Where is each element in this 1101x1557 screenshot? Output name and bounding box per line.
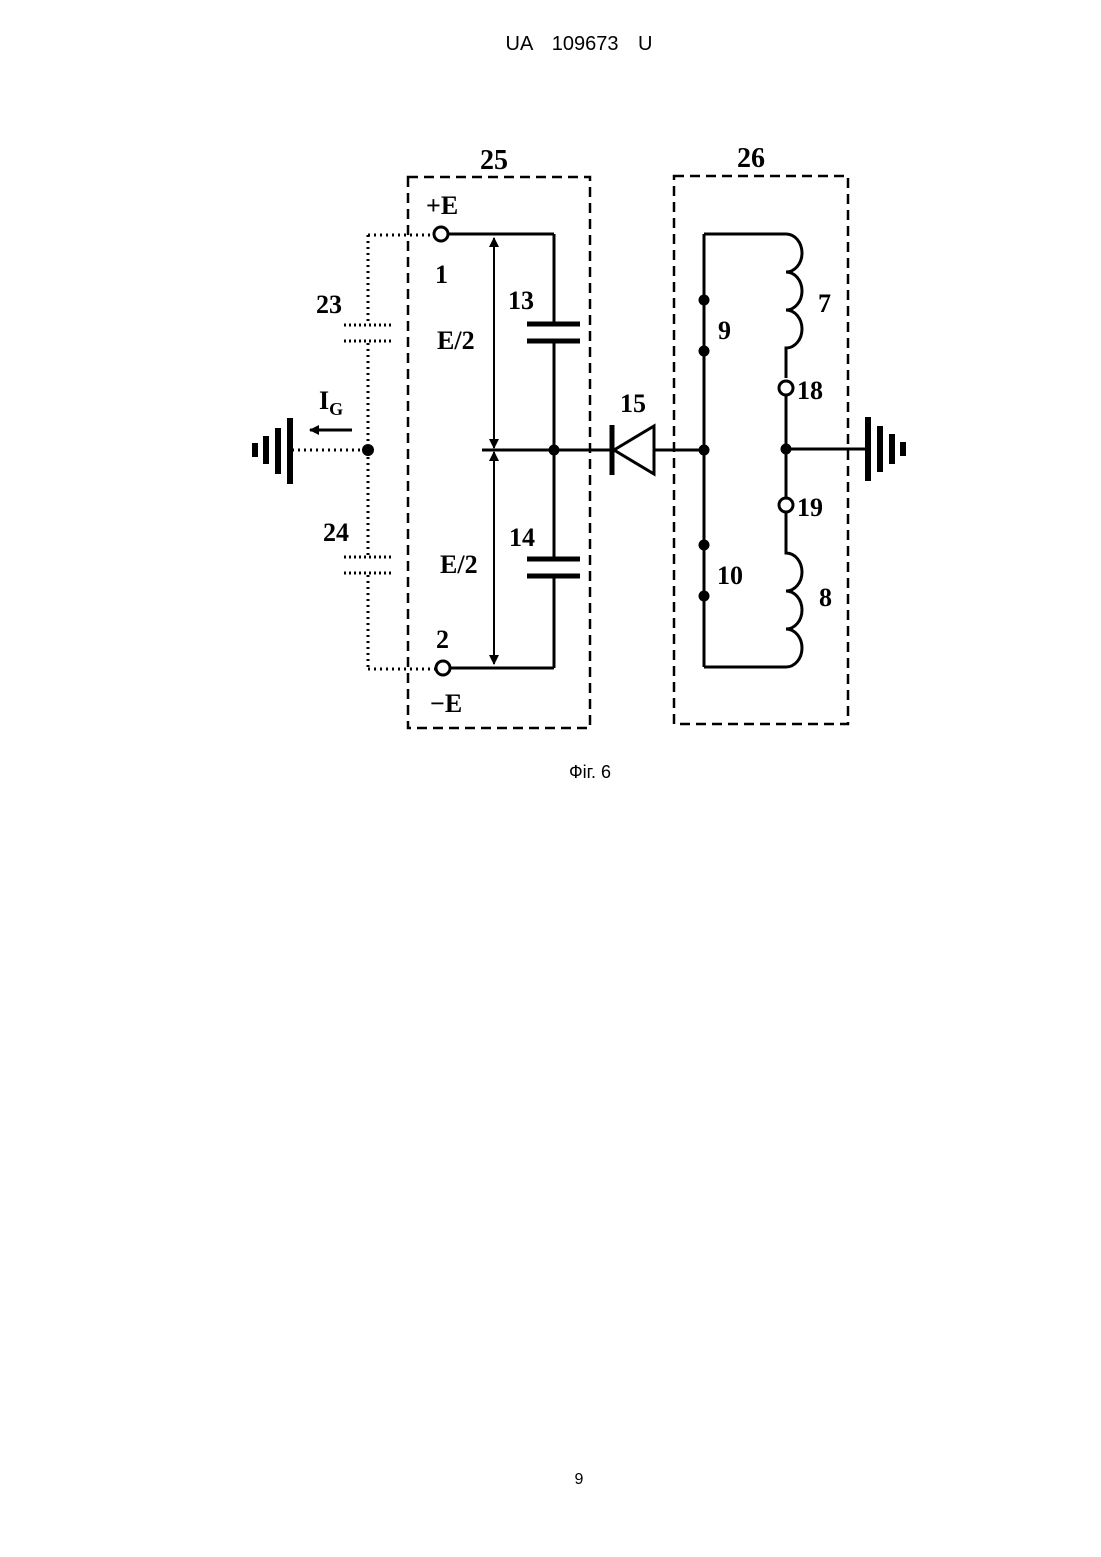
inductor-8-label: 8 [819, 583, 832, 612]
switch-10-label: 10 [717, 561, 743, 590]
tap-18 [779, 381, 793, 395]
capacitor-24-label: 24 [323, 518, 349, 547]
figure-caption: Фіг. 6 [0, 762, 1101, 783]
diode-15-body [614, 426, 654, 474]
page-number: 9 [0, 1471, 1101, 1489]
inductor-8-coil [786, 512, 802, 667]
tap-18-label: 18 [797, 376, 823, 405]
block26-left-junction [699, 445, 710, 456]
inductor-7-label: 7 [818, 289, 831, 318]
capacitor-14-label: 14 [509, 523, 535, 552]
terminal-2-number: 2 [436, 625, 449, 654]
ground-current-subscript: G [329, 399, 343, 419]
ground-current-symbol: I [319, 386, 329, 415]
inductor-7-coil [786, 234, 802, 378]
terminal-minus-label: −E [430, 689, 462, 718]
diode-15-label: 15 [620, 389, 646, 418]
voltage-label-lower: E/2 [440, 550, 478, 579]
block-25-label: 25 [480, 145, 508, 176]
ground-junction-node [362, 444, 374, 456]
voltage-label-upper: E/2 [437, 326, 475, 355]
terminal-1 [434, 227, 448, 241]
ground-current-label: IG [319, 386, 343, 419]
terminal-2 [436, 661, 450, 675]
tap-19 [779, 498, 793, 512]
right-ground-icon [868, 417, 903, 481]
tap-19-label: 19 [797, 493, 823, 522]
capacitor-23-label: 23 [316, 290, 342, 319]
terminal-1-number: 1 [435, 260, 448, 289]
switch-9-label: 9 [718, 316, 731, 345]
terminal-plus-label: +E [426, 191, 458, 220]
switch-10-contact-bottom [699, 591, 710, 602]
midpoint-node [549, 445, 560, 456]
switch-9-contact-bottom [699, 346, 710, 357]
switch-9-contact-top [699, 295, 710, 306]
capacitor-13-label: 13 [508, 286, 534, 315]
left-ground-icon [255, 418, 290, 484]
block-26-label: 26 [737, 143, 765, 174]
switch-10-contact-top [699, 540, 710, 551]
